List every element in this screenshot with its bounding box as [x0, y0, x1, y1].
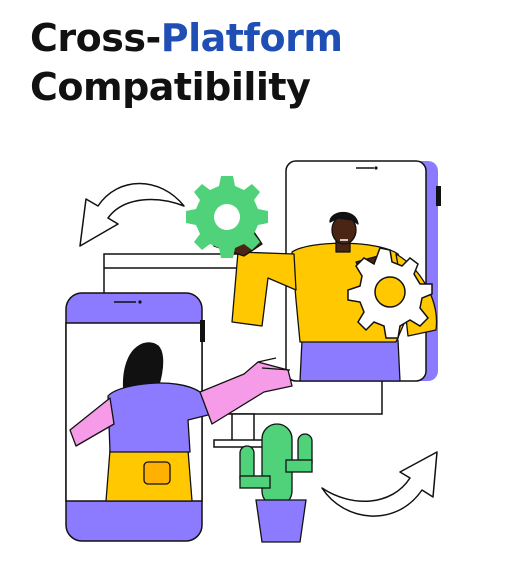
title-highlight: Platform [160, 16, 343, 60]
title-line-2: Compatibility [30, 65, 311, 109]
cactus-icon [239, 423, 313, 543]
cycle-arrow-icon [321, 451, 438, 517]
cycle-arrow-icon [79, 182, 185, 247]
page-title: Cross-Platform Compatibility [30, 14, 343, 112]
cross-platform-illustration [65, 160, 441, 543]
woman-figure [69, 342, 293, 502]
gear-icon [186, 176, 268, 258]
title-prefix: Cross- [30, 16, 161, 60]
gear-icon [347, 247, 433, 339]
